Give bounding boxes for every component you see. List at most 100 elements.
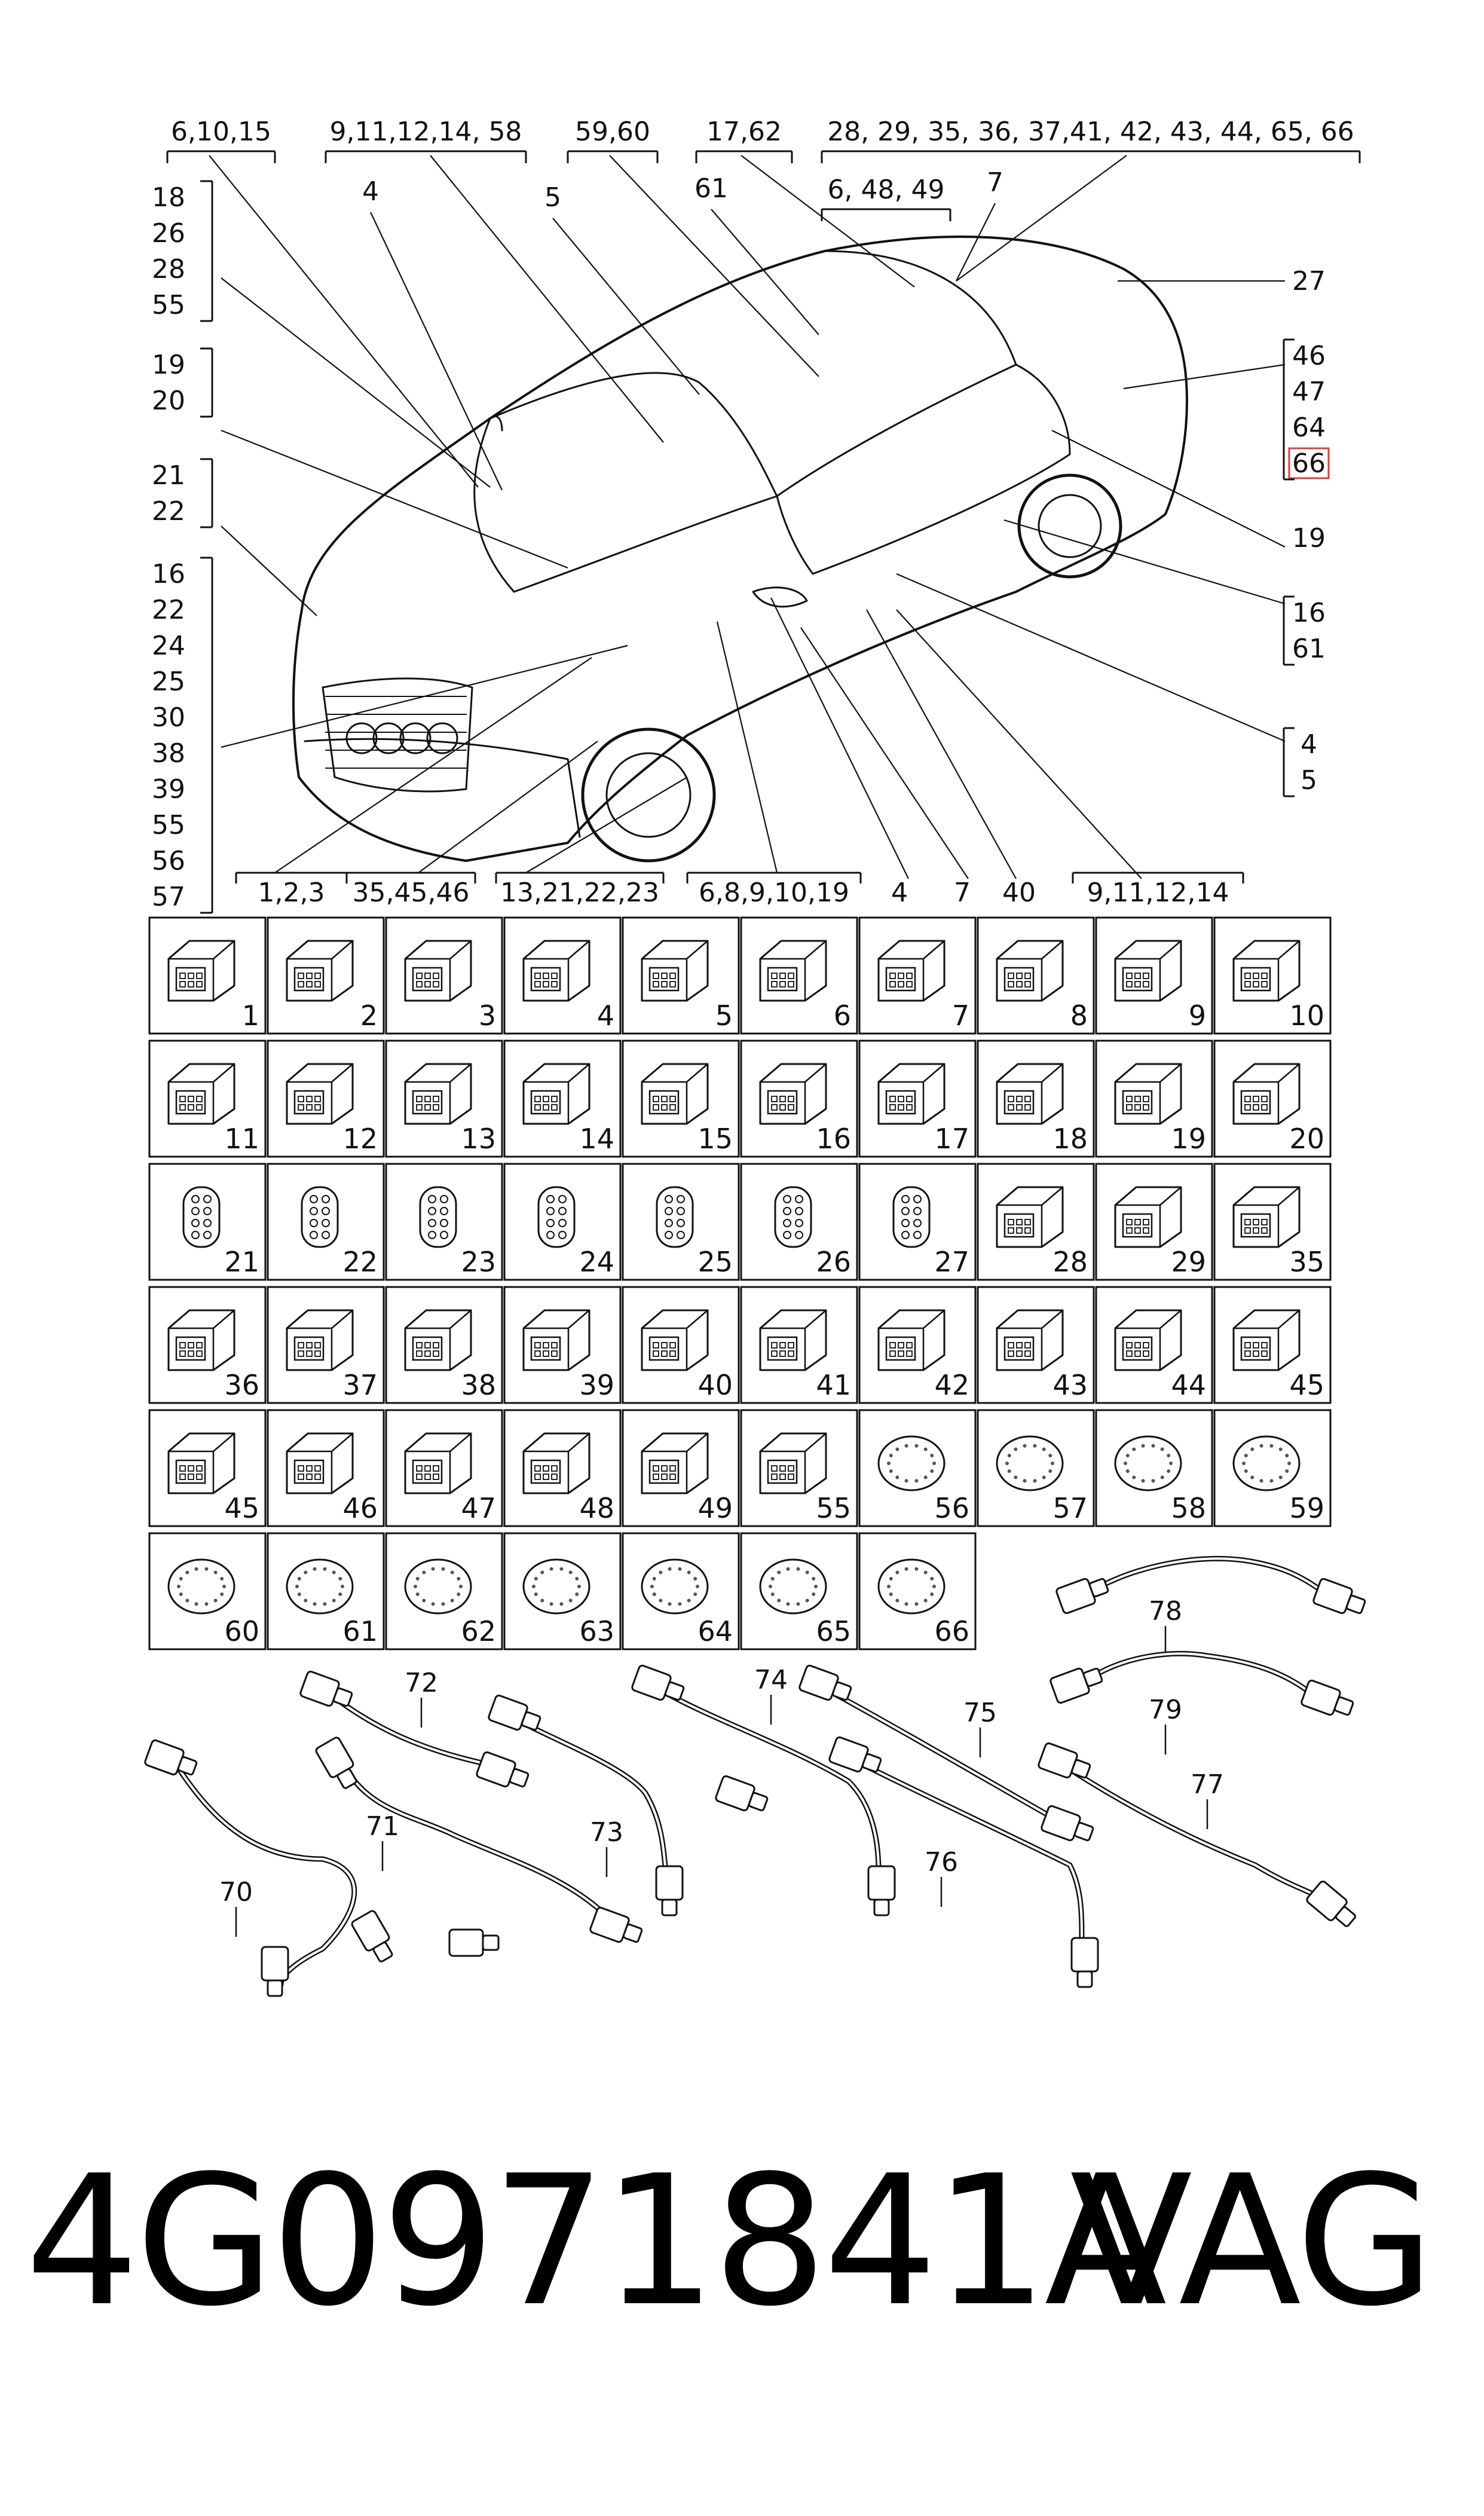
- pin-slot: [669, 1473, 676, 1480]
- connector-cell: 45: [148, 1409, 267, 1527]
- texture-dot: [914, 1602, 919, 1606]
- cable-assembly: 73: [488, 1694, 769, 1916]
- texture-dot: [1278, 1447, 1283, 1451]
- texture-dot: [777, 1570, 781, 1575]
- texture-dot: [1285, 1469, 1289, 1473]
- texture-dot: [323, 1567, 327, 1571]
- cable-plug: [1301, 1679, 1354, 1716]
- pin-slot: [779, 1465, 786, 1472]
- cable-core: [519, 1720, 668, 1878]
- texture-dot: [194, 1567, 198, 1571]
- leader-line: [1123, 363, 1286, 390]
- pin-slot: [898, 981, 904, 988]
- grommet-shape: [641, 1558, 709, 1615]
- pin-slot: [424, 1465, 431, 1472]
- audi-ring: [345, 722, 378, 754]
- texture-dot: [1132, 1447, 1136, 1451]
- connector-edge: [641, 1432, 709, 1494]
- texture-dot: [532, 1585, 536, 1588]
- left-group-label: 24: [152, 631, 185, 661]
- top-group-label: 9,11,12,14, 58: [330, 117, 522, 147]
- texture-dot: [914, 1479, 919, 1483]
- connector-cell: 62: [385, 1532, 503, 1650]
- pin: [783, 1219, 791, 1227]
- pin-slot: [196, 1473, 203, 1480]
- cable-plug: [798, 1664, 852, 1701]
- connector-face: [412, 1090, 443, 1115]
- cell-number: 26: [816, 1246, 851, 1278]
- pin-slot: [1126, 1104, 1133, 1111]
- pin-slot: [661, 1473, 668, 1480]
- pin-slot: [1134, 1342, 1141, 1349]
- pin-slot: [779, 1096, 786, 1102]
- pin-slot: [416, 1350, 423, 1357]
- connector-edge: [1232, 940, 1301, 1002]
- pin-slot: [196, 1465, 203, 1472]
- connector-face: [175, 1090, 206, 1115]
- pin-slot: [1143, 1350, 1149, 1357]
- pin-slot: [889, 1350, 896, 1357]
- pin: [428, 1219, 436, 1227]
- connector-edge: [759, 1063, 827, 1125]
- cell-number: 39: [579, 1369, 614, 1401]
- cell-number: 18: [1052, 1123, 1088, 1155]
- texture-dot: [549, 1602, 553, 1606]
- texture-dot: [668, 1567, 672, 1571]
- grommet-shape: [996, 1435, 1064, 1491]
- pin-slot: [788, 1350, 794, 1357]
- cable-assembly: 71: [315, 1737, 643, 1957]
- pin: [310, 1219, 318, 1227]
- pin-slot: [779, 1342, 786, 1349]
- texture-dot: [770, 1576, 775, 1580]
- pin: [191, 1219, 200, 1227]
- connector-cell: 37: [267, 1286, 385, 1404]
- connector-cell: 27: [858, 1163, 977, 1281]
- connector-face: [1003, 967, 1035, 992]
- pin-slot: [534, 1342, 541, 1349]
- pin-slot: [898, 973, 904, 979]
- pin-slot: [1126, 1342, 1133, 1349]
- pin-slot: [889, 1342, 896, 1349]
- cable-plug: [1312, 1578, 1366, 1615]
- cell-number: 56: [934, 1492, 969, 1524]
- plug-neck: [1076, 1970, 1093, 1988]
- pin: [440, 1219, 448, 1227]
- left-group-label: 38: [152, 738, 185, 769]
- pin: [558, 1219, 567, 1227]
- plug-neck: [622, 1923, 643, 1943]
- connector-cell: 60: [148, 1532, 267, 1650]
- pin-slot: [788, 1342, 794, 1349]
- car-callout-label: 4: [362, 176, 379, 207]
- texture-dot: [534, 1592, 538, 1597]
- pin-slot: [1024, 1342, 1031, 1349]
- connector-face: [293, 1090, 325, 1115]
- texture-dot: [459, 1585, 463, 1588]
- cable-assembly: 75: [798, 1664, 1094, 1842]
- pin-slot: [653, 1473, 659, 1480]
- connector-cell: 56: [858, 1409, 977, 1527]
- left-group-label: 57: [152, 882, 185, 912]
- connector-cell: 14: [503, 1040, 622, 1158]
- part-number: 4G0971841A: [25, 2137, 1167, 2346]
- top-group-label: 28, 29, 35, 36, 37,41, 42, 43, 44, 65, 6…: [827, 117, 1354, 147]
- cable-assembly: 77: [1038, 1742, 1356, 1927]
- texture-dot: [323, 1602, 327, 1606]
- texture-dot: [770, 1592, 775, 1597]
- pin: [546, 1207, 555, 1215]
- connector-cell: 58: [1095, 1409, 1213, 1527]
- connector-edge: [1232, 1186, 1301, 1248]
- cell-number: 28: [1052, 1246, 1088, 1278]
- pin-slot: [1134, 973, 1141, 979]
- pin-slot: [669, 1104, 676, 1111]
- connector-edge: [996, 940, 1064, 1002]
- pin-slot: [1261, 1096, 1268, 1102]
- texture-dot: [1005, 1462, 1009, 1465]
- connector-cell: 22: [267, 1163, 385, 1281]
- pin-slot: [1024, 981, 1031, 988]
- pin: [322, 1231, 330, 1239]
- connector-edge: [404, 1063, 472, 1125]
- cable-plug: [488, 1694, 541, 1731]
- connector-edge: [1114, 1063, 1182, 1125]
- texture-dot: [297, 1592, 301, 1597]
- connector-cell: 42: [858, 1286, 977, 1404]
